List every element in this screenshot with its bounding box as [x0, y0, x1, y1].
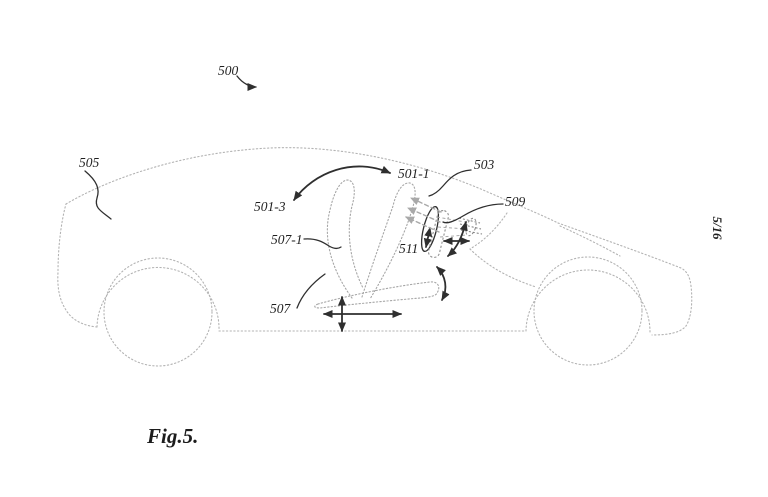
stowed-wheel-hatch-2	[459, 223, 482, 230]
stowed-wheel-hatch-1	[458, 217, 481, 224]
cowl-line	[469, 212, 508, 250]
sheet-page-indicator: 5/16	[710, 216, 725, 240]
leader-lines	[84, 75, 504, 309]
seat-backrest-reclined	[326, 179, 364, 299]
cushion-tilt-arc-arrow	[436, 266, 450, 301]
hood-and-front-path	[557, 222, 693, 336]
wheel-stow-gray-arrow-3	[405, 216, 440, 233]
steering-wheel-stowed-position	[465, 217, 477, 237]
rear-body-path	[57, 203, 98, 328]
wheel-tilt-arc-arrow	[447, 221, 468, 257]
label-501-3: 501-3	[254, 199, 286, 214]
steering-wheel-alt-position	[427, 209, 450, 259]
roofline-path	[65, 147, 559, 224]
label-509: 509	[505, 194, 526, 209]
leader-507-1	[303, 238, 342, 250]
label-507: 507	[270, 301, 292, 316]
stowed-wheel-hatch-3	[460, 229, 483, 235]
seat-group	[314, 179, 440, 309]
reference-labels: 500 505 501-1 501-3 503 509 511 507-1 50…	[79, 63, 526, 316]
footwell-line	[469, 248, 537, 288]
wheels	[103, 256, 643, 367]
label-511: 511	[399, 241, 418, 256]
steering-wheel-group	[420, 205, 483, 259]
front-wheel-arch	[525, 269, 651, 334]
figure-caption: Fig.5.	[146, 424, 198, 448]
rear-wheel	[103, 257, 213, 367]
label-500: 500	[218, 63, 239, 78]
car-body-outline	[57, 147, 693, 336]
motion-arrows	[293, 165, 470, 332]
wheel-stow-gray-arrow-1	[410, 197, 442, 213]
leader-505	[84, 170, 112, 220]
seat-cushion	[314, 281, 440, 309]
seatback-recline-arc-arrow	[293, 165, 391, 201]
leader-507	[296, 273, 326, 309]
seat-backrest-upright	[361, 182, 416, 300]
leader-509	[442, 203, 504, 224]
label-501-1: 501-1	[398, 166, 430, 181]
leader-503	[428, 169, 472, 197]
rear-wheel-arch	[96, 266, 220, 331]
label-503: 503	[474, 157, 495, 172]
wheel-vertical-arrow	[423, 227, 433, 248]
fender-top-line	[559, 225, 621, 257]
wheel-stow-gray-arrow-2	[407, 207, 441, 223]
front-wheel	[533, 256, 643, 366]
label-505: 505	[79, 155, 100, 170]
leader-500	[236, 75, 257, 91]
steering-column-dashed-line-2	[437, 226, 467, 230]
label-507-1: 507-1	[271, 232, 303, 247]
